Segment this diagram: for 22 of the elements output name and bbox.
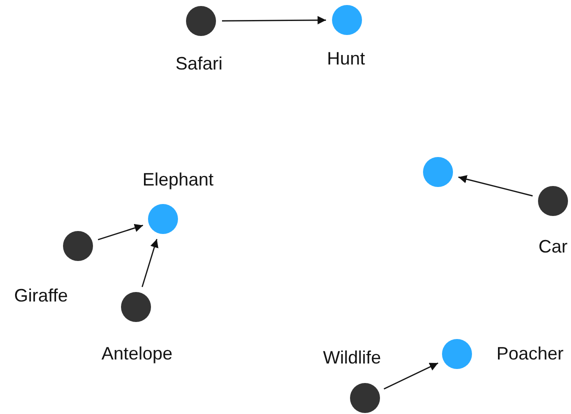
arrow <box>142 238 158 288</box>
node-dot <box>442 339 472 369</box>
node-dot <box>148 204 178 234</box>
node-label: Hunt <box>326 48 366 70</box>
arrow <box>384 362 438 390</box>
arrow <box>222 16 326 24</box>
node-label: Elephant <box>142 170 214 190</box>
node-dot <box>332 5 362 35</box>
node-label: Safari <box>175 54 223 74</box>
node-dot <box>538 186 568 216</box>
node-label: Giraffe <box>14 286 68 306</box>
node-label: Antelope <box>101 344 173 364</box>
node-label: Car <box>538 236 568 258</box>
arrow <box>98 224 144 240</box>
node-dot <box>350 383 380 413</box>
node-dot <box>186 6 216 36</box>
node-label: Wildlife <box>323 348 381 368</box>
node-label: Poacher <box>496 344 564 364</box>
node-dot <box>423 157 453 187</box>
node-dot <box>121 292 151 322</box>
node-dot <box>63 231 93 261</box>
arrow <box>458 175 533 196</box>
